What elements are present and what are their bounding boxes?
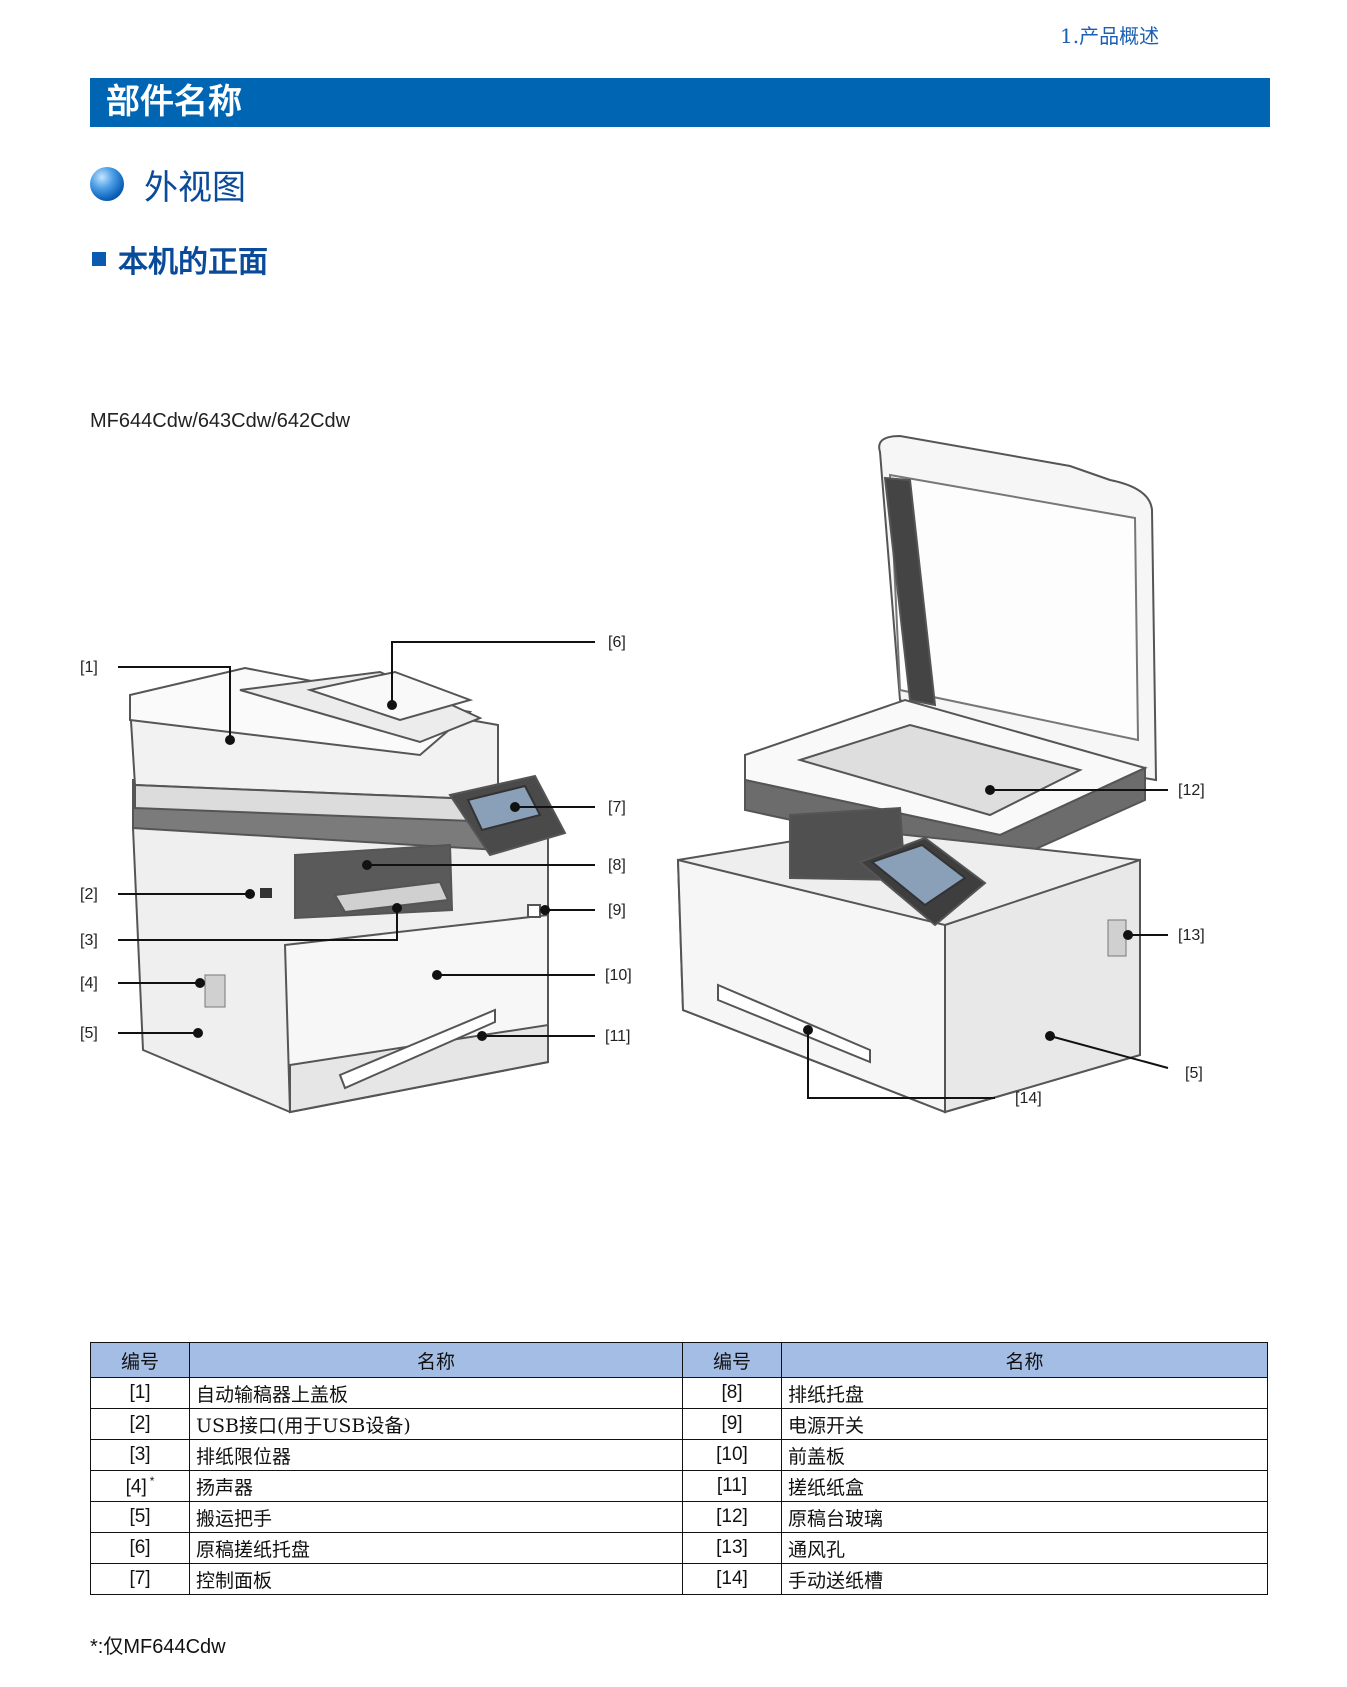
callout-7: [7] [608,799,626,816]
table-header-name: 名称 [189,1342,683,1378]
part-number: [12] [682,1501,782,1533]
callout-2: [2] [80,886,98,903]
section-bullet-icon [90,167,124,201]
parts-table: 编号 名称 编号 名称 [1] 自动输稿器上盖板 [8] 排纸托盘 [2] US… [90,1342,1268,1595]
callout-1: [1] [80,659,98,676]
leader-dots [193,700,1133,1041]
part-name: 手动送纸槽 [781,1563,1268,1595]
part-number: [6] [90,1532,190,1564]
footnote: *:仅MF644Cdw [90,1636,226,1658]
table-header-row: 编号 名称 编号 名称 [90,1342,1268,1378]
table-row: [5] 搬运把手 [12] 原稿台玻璃 [90,1501,1268,1533]
callout-14: [14] [1015,1090,1042,1107]
table-row: [4]* 扬声器 [11] 搓纸纸盒 [90,1470,1268,1502]
table-row: [1] 自动输稿器上盖板 [8] 排纸托盘 [90,1377,1268,1409]
table-row: [7] 控制面板 [14] 手动送纸槽 [90,1563,1268,1595]
square-bullet-icon [92,252,106,266]
part-name: 控制面板 [189,1563,683,1595]
callout-9: [9] [608,902,626,919]
part-number: [11] [682,1470,782,1502]
footnote-mark: * [149,1473,155,1488]
table-row: [6] 原稿搓纸托盘 [13] 通风孔 [90,1532,1268,1564]
part-name: 前盖板 [781,1439,1268,1471]
table-row: [3] 排纸限位器 [10] 前盖板 [90,1439,1268,1471]
callout-5: [5] [80,1025,98,1042]
page-title: 部件名称 [90,78,1270,127]
printer-figure: [1] [2] [3] [4] [5] [6] [7] [8] [9] [10]… [80,434,1205,1114]
part-number: [14] [682,1563,782,1595]
part-name: 通风孔 [781,1532,1268,1564]
part-name: 原稿搓纸托盘 [189,1532,683,1564]
part-number: [9] [682,1408,782,1440]
callout-12: [12] [1178,782,1205,799]
callout-6: [6] [608,634,626,651]
section-title: 外视图 [144,167,246,208]
table-header-number: 编号 [90,1342,190,1378]
callout-10: [10] [605,967,632,984]
part-number: [2] [90,1408,190,1440]
part-name: 电源开关 [781,1408,1268,1440]
part-number: [4]* [90,1470,190,1502]
table-header-number: 编号 [682,1342,782,1378]
part-number: [7] [90,1563,190,1595]
subsection-title: 本机的正面 [118,245,268,280]
table-header-name: 名称 [781,1342,1268,1378]
part-name: 扬声器 [189,1470,683,1502]
part-number: [8] [682,1377,782,1409]
part-name: 搓纸纸盒 [781,1470,1268,1502]
printer-open-illustration [676,434,1158,1114]
model-name: MF644Cdw/643Cdw/642Cdw [90,410,351,432]
part-number-value: [4] [125,1476,147,1498]
part-name: 排纸托盘 [781,1377,1268,1409]
callout-8: [8] [608,857,626,874]
callout-13: [13] [1178,927,1205,944]
subsection-heading: 本机的正面 [92,237,268,281]
part-number: [5] [90,1501,190,1533]
callout-11: [11] [605,1028,631,1045]
callout-4: [4] [80,975,98,992]
section-heading: 外视图 [90,162,246,208]
table-row: [2] USB接口(用于USB设备) [9] 电源开关 [90,1408,1268,1440]
part-number: [13] [682,1532,782,1564]
part-number: [1] [90,1377,190,1409]
leader-lines [118,641,1169,1099]
chapter-header: 1.产品概述 [1060,24,1160,48]
callout-3: [3] [80,932,98,949]
part-number: [3] [90,1439,190,1471]
callout-5-right: [5] [1185,1065,1203,1082]
part-name: 搬运把手 [189,1501,683,1533]
part-number: [10] [682,1439,782,1471]
part-name: 排纸限位器 [189,1439,683,1471]
part-name: USB接口(用于USB设备) [189,1408,683,1440]
part-name: 原稿台玻璃 [781,1501,1268,1533]
printer-front-illustration [128,666,567,1114]
part-name: 自动输稿器上盖板 [189,1377,683,1409]
